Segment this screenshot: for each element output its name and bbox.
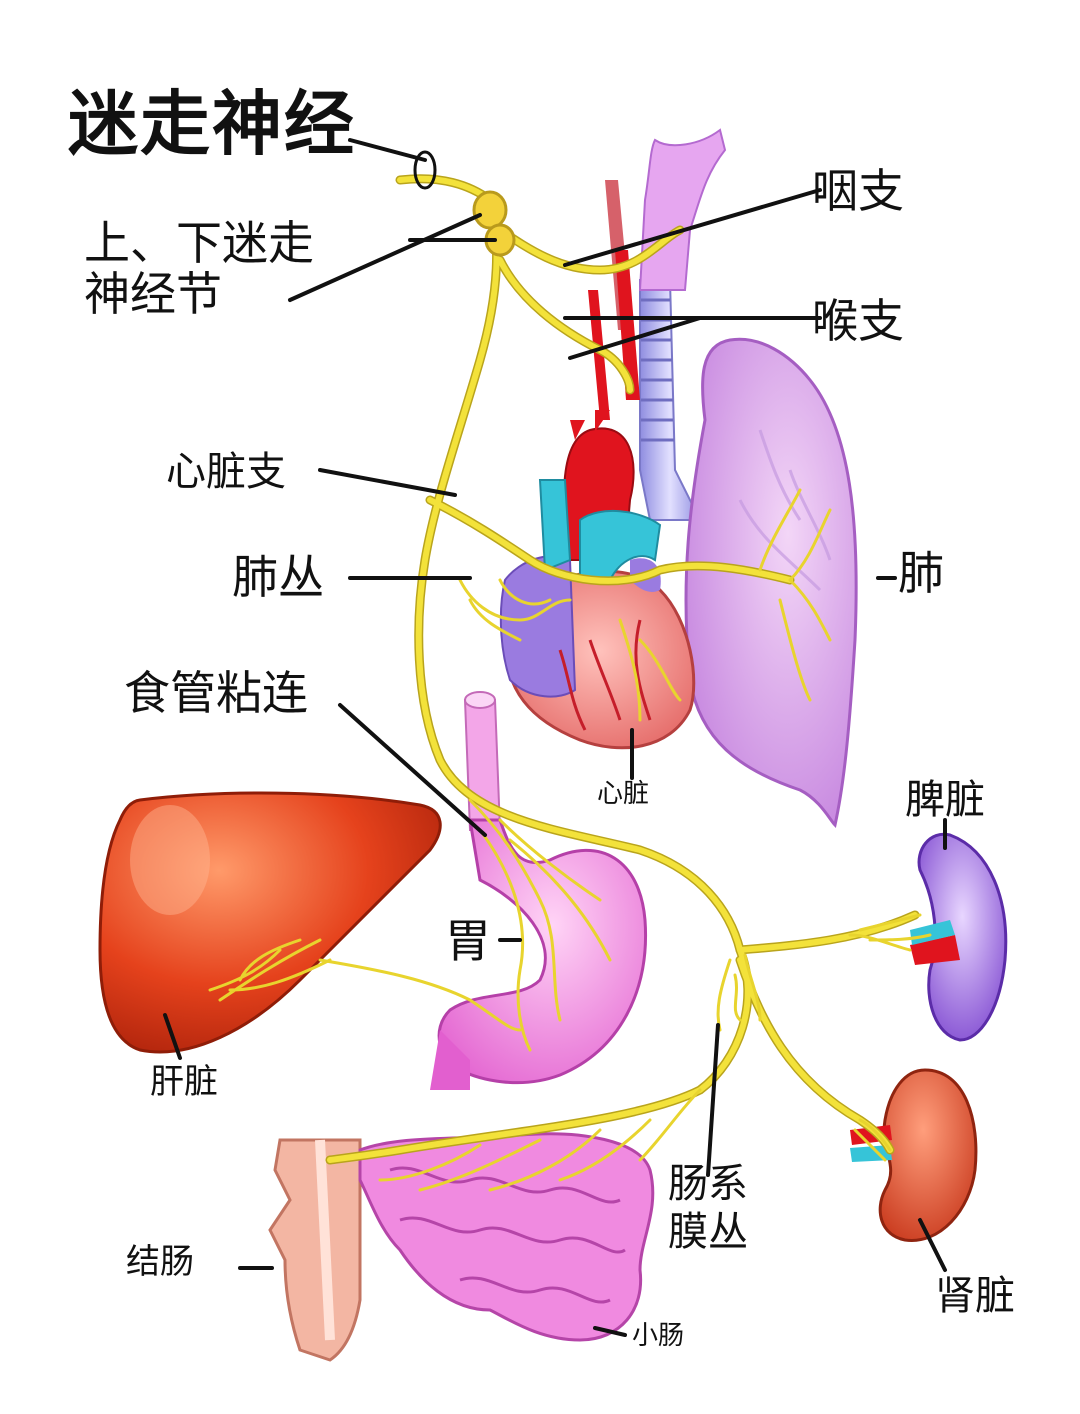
stomach-label: 胃 xyxy=(445,916,491,967)
vagal-ganglia xyxy=(474,192,514,255)
colon xyxy=(270,1140,360,1360)
cardiac-branch-label: 心脏支 xyxy=(166,450,286,494)
pulmonary-plexus-label: 肺丛 xyxy=(232,552,324,603)
pharyngeal-branch-label: 咽支 xyxy=(812,166,904,217)
ganglia-label-line2: 神经节 xyxy=(84,269,314,320)
kidney xyxy=(850,1070,976,1240)
small-intestine xyxy=(360,1134,653,1340)
mesenteric-plexus-label-line1: 肠系 xyxy=(668,1162,748,1206)
colon-label: 结肠 xyxy=(126,1244,194,1281)
laryngeal-branch-label: 喉支 xyxy=(812,296,904,347)
mesenteric-plexus-label-line2: 膜丛 xyxy=(668,1210,748,1254)
esophageal-label: 食管粘连 xyxy=(124,668,308,719)
small-intestine-label: 小肠 xyxy=(632,1322,684,1351)
ganglia-label: 上、下迷走 神经节 xyxy=(84,218,314,319)
heart-label: 心脏 xyxy=(597,780,649,809)
lung-label: 肺 xyxy=(898,548,944,599)
kidney-label: 肾脏 xyxy=(935,1274,1015,1318)
lung xyxy=(686,339,856,825)
spleen-label: 脾脏 xyxy=(905,778,985,822)
ganglia-label-line1: 上、下迷走 xyxy=(84,218,314,269)
diagram-title: 迷走神经 xyxy=(68,86,356,163)
pharynx xyxy=(640,130,725,290)
liver xyxy=(100,793,440,1052)
liver-label: 肝脏 xyxy=(150,1064,218,1101)
